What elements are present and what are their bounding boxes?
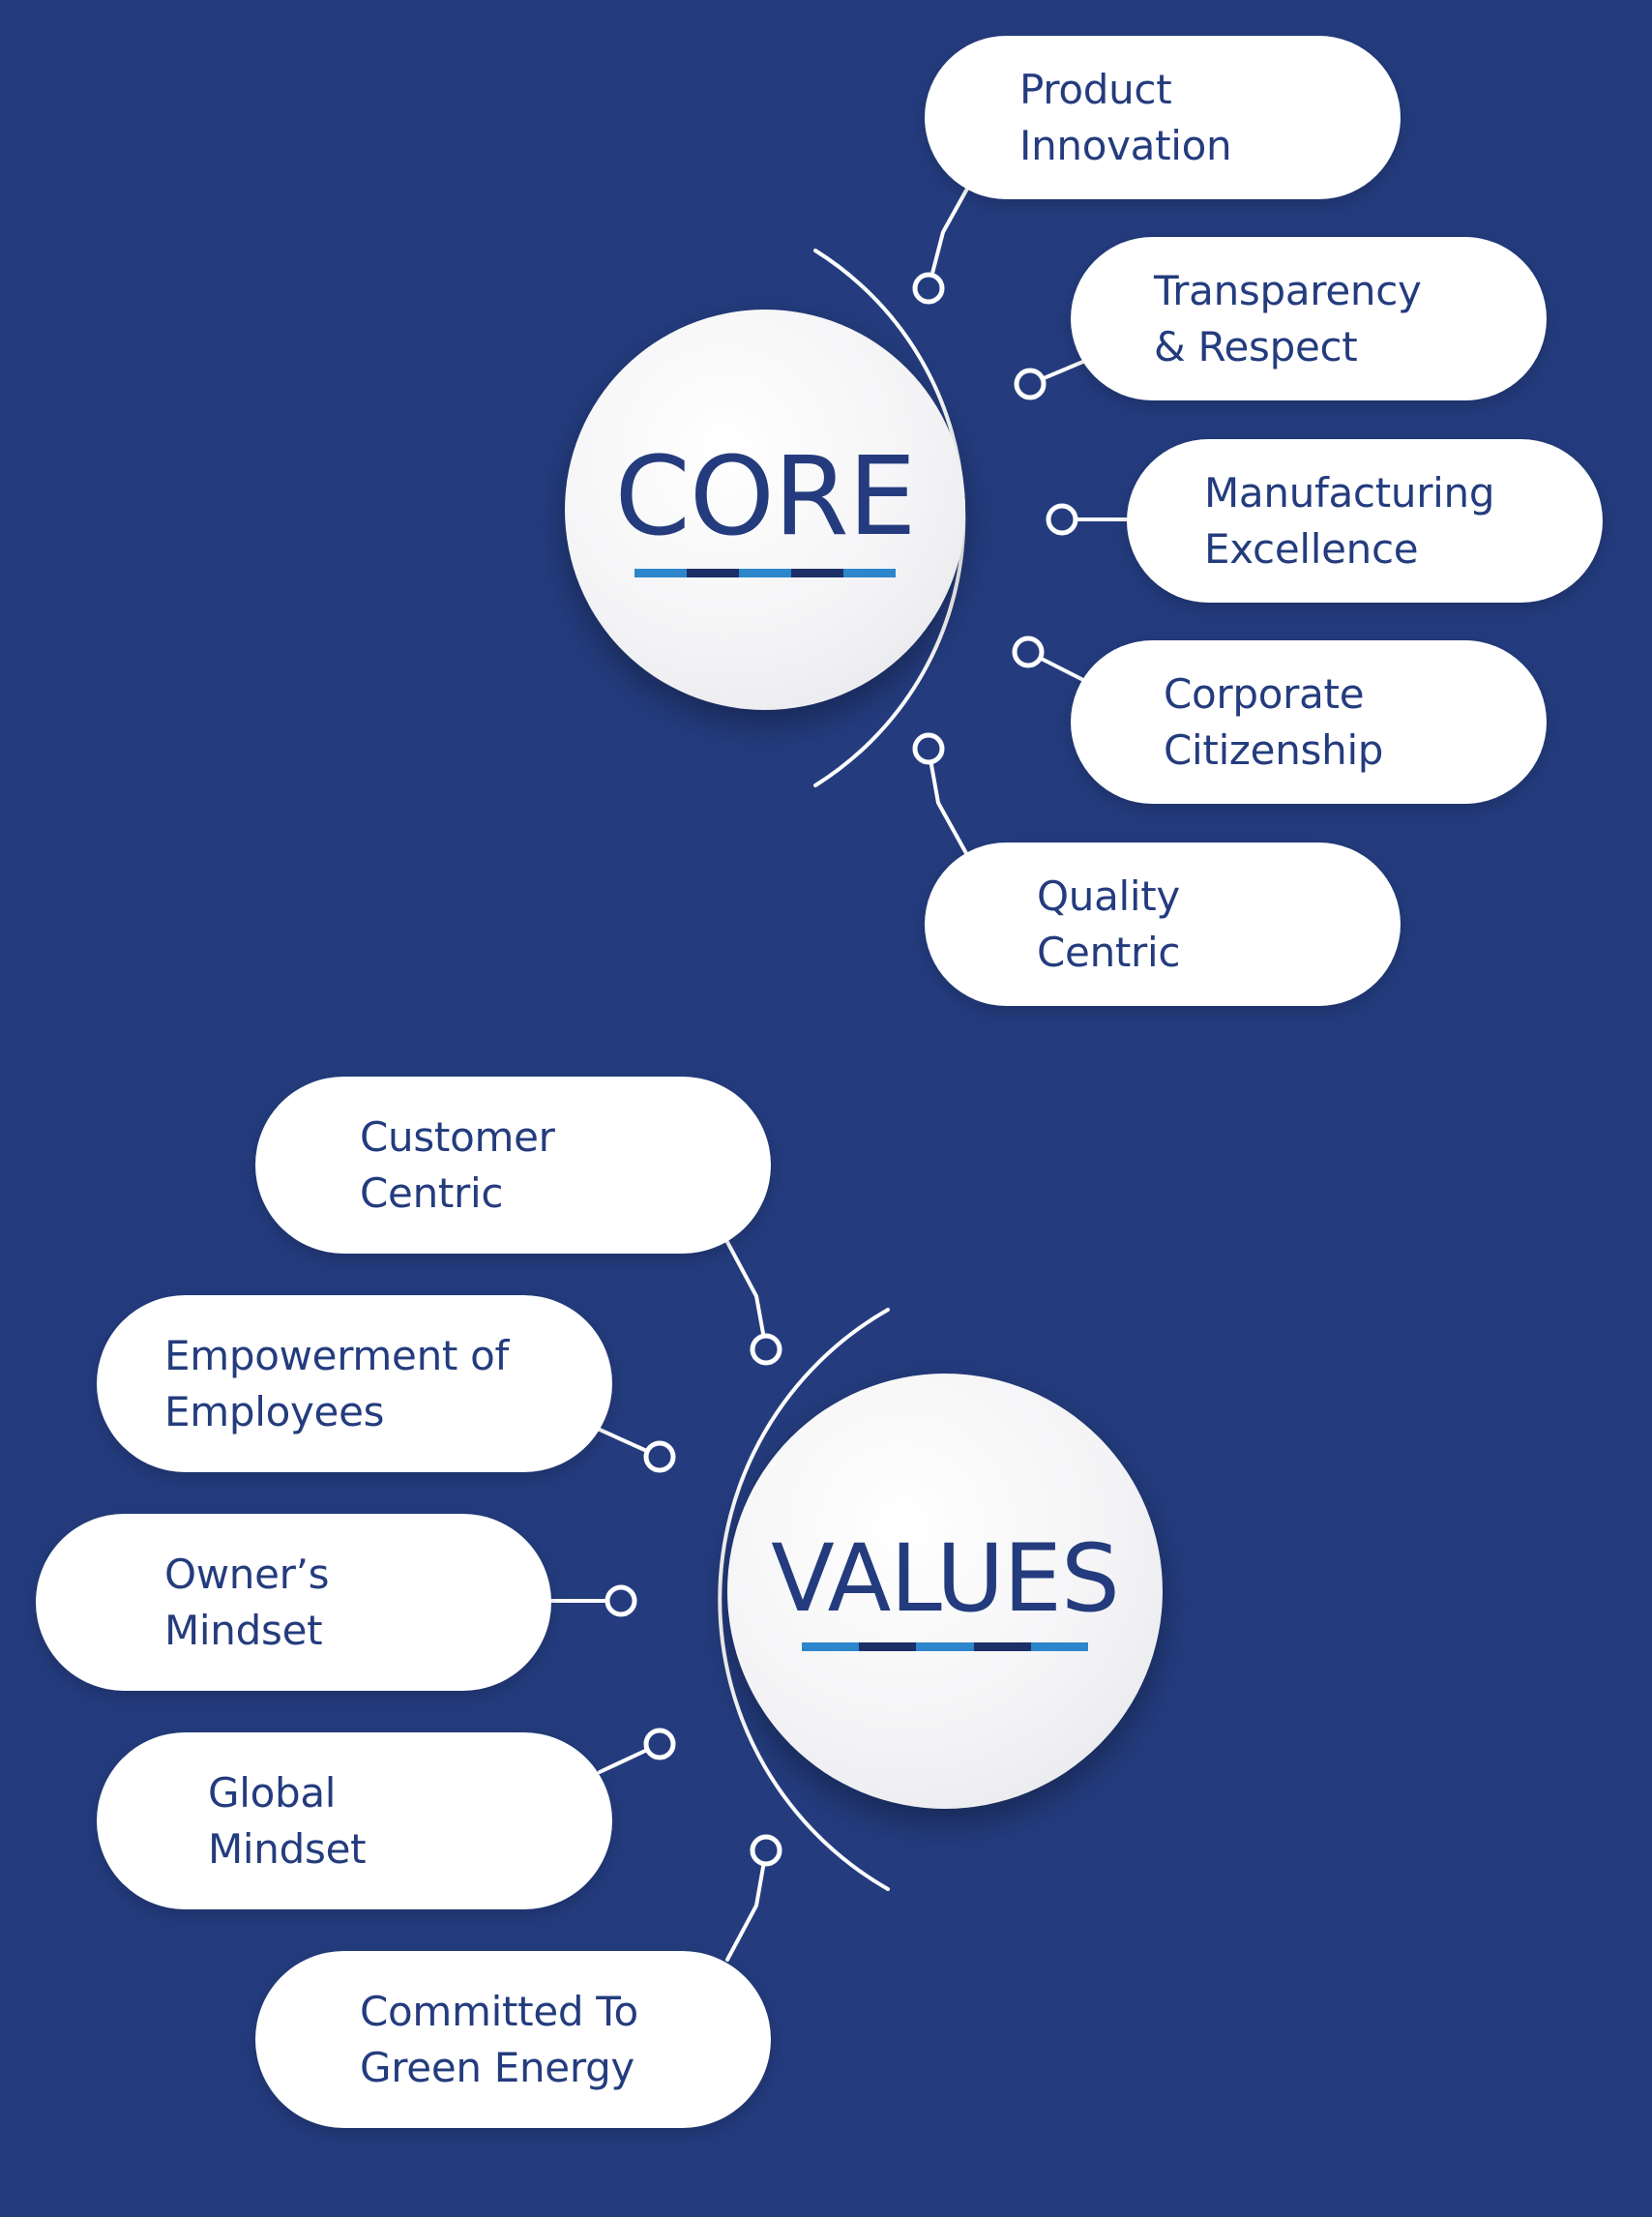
- values-spoke-5: [725, 1848, 768, 1962]
- core-node-1: [912, 272, 945, 305]
- values-arc: [718, 1308, 890, 1891]
- core-item-quality-centric: Quality Centric: [925, 842, 1401, 1006]
- values-item-1-line2: Centric: [360, 1168, 504, 1217]
- core-item-2-line1: Transparency: [1154, 266, 1422, 314]
- values-item-global-mindset: Global Mindset: [97, 1732, 612, 1909]
- values-item-4-line1: Global: [208, 1768, 337, 1817]
- values-item-committed-to-green-energy: Committed To Green Energy: [255, 1951, 771, 2128]
- values-spoke-1: [725, 1240, 768, 1351]
- core-item-transparency-respect: Transparency & Respect: [1071, 237, 1547, 400]
- values-item-empowerment-of-employees: Empowerment of Employees: [97, 1295, 612, 1472]
- values-node-4: [643, 1728, 676, 1760]
- values-item-2-line2: Employees: [164, 1387, 385, 1435]
- values-item-3-line1: Owner’s: [164, 1550, 330, 1598]
- values-node-1: [750, 1333, 782, 1366]
- core-underline: [634, 568, 896, 577]
- core-item-1-line1: Product: [1019, 65, 1172, 113]
- core-node-3: [1046, 503, 1078, 536]
- values-item-4-line2: Mindset: [208, 1824, 367, 1873]
- values-item-3-line2: Mindset: [164, 1606, 323, 1654]
- values-hub: VALUES: [727, 1374, 1163, 1809]
- values-node-2: [643, 1440, 676, 1473]
- core-node-2: [1014, 368, 1047, 400]
- values-title: VALUES: [771, 1523, 1120, 1633]
- core-item-product-innovation: Product Innovation: [925, 36, 1401, 199]
- core-item-1-line2: Innovation: [1019, 121, 1232, 169]
- core-item-2-line2: & Respect: [1154, 322, 1358, 370]
- values-item-2-line1: Empowerment of: [164, 1331, 509, 1379]
- core-item-3-line2: Excellence: [1204, 524, 1419, 573]
- core-spoke-1: [927, 187, 969, 290]
- values-item-5-line2: Green Energy: [360, 2043, 634, 2091]
- core-hub: CORE: [565, 310, 965, 710]
- values-node-5: [750, 1834, 782, 1867]
- core-item-4-line2: Citizenship: [1164, 725, 1384, 774]
- core-node-5: [912, 732, 945, 765]
- core-item-3-line1: Manufacturing: [1204, 468, 1495, 517]
- values-item-5-line1: Committed To: [360, 1987, 638, 2035]
- values-underline: [802, 1641, 1088, 1651]
- core-item-manufacturing-excellence: Manufacturing Excellence: [1127, 439, 1603, 603]
- core-item-4-line1: Corporate: [1164, 669, 1365, 718]
- values-item-1-line1: Customer: [360, 1112, 555, 1161]
- values-item-owners-mindset: Owner’s Mindset: [36, 1514, 551, 1691]
- values-node-3: [605, 1584, 637, 1617]
- core-node-4: [1012, 636, 1045, 668]
- core-item-5-line1: Quality: [1037, 872, 1180, 920]
- values-item-customer-centric: Customer Centric: [255, 1077, 771, 1254]
- core-spoke-5: [927, 747, 969, 857]
- core-item-corporate-citizenship: Corporate Citizenship: [1071, 640, 1547, 804]
- core-title: CORE: [614, 433, 917, 560]
- core-item-5-line2: Centric: [1037, 928, 1181, 976]
